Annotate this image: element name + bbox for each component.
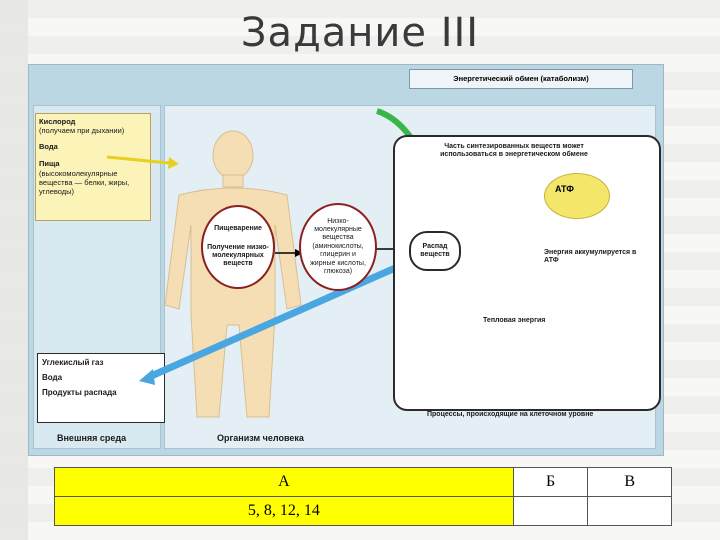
header-a: А [54,467,514,497]
cell-a[interactable]: 5, 8, 12, 14 [54,496,514,526]
slide-title: Задание III [240,10,480,56]
metabolism-diagram: Энергетический обмен (катаболизм) Кислор… [28,64,664,456]
cell-level-box [393,135,661,411]
input-food-label: Пища [39,159,60,169]
cell-processes-label: Процессы, происходящие на клеточном уров… [427,411,594,418]
input-oxygen-note: (получаем при дыхании) [39,126,125,136]
output-co2: Углекислый газ [42,358,104,367]
atp-label: АТФ [555,184,574,194]
answer-table: А Б В 5, 8, 12, 14 [54,467,672,526]
breakdown-label: Распад веществ [420,242,450,258]
input-food-note: (высокомолекулярные вещества — белки, жи… [39,168,130,197]
table-header-row: А Б В [54,467,672,497]
lowmol-label: Низко-молекулярные вещества (аминокислот… [310,217,366,275]
input-substances-box: Кислород (получаем при дыхании) Вода Пищ… [35,113,151,221]
cell-v[interactable] [587,496,672,526]
header-v: В [587,467,672,497]
digestion-label: Пищеварение [214,225,262,233]
output-water: Вода [42,373,63,382]
atp-blob: АТФ [544,173,610,219]
synthesized-note: Часть синтезированных веществ может испо… [440,143,588,159]
input-oxygen-label: Кислород [39,117,76,126]
cell-b[interactable] [512,496,589,526]
breakdown-oval: Распад веществ [409,231,461,271]
catabolism-title: Энергетический обмен (катаболизм) [409,69,633,89]
lowmol-circle: Низко-молекулярные вещества (аминокислот… [299,203,377,291]
output-decay-products: Продукты распада [42,388,117,397]
environment-label: Внешняя среда [57,433,127,443]
lowmol-obtain-label: Получение низко-молекулярных веществ [207,243,269,268]
input-water-label: Вода [39,141,58,151]
waste-arrow-icon [147,257,413,381]
organism-label: Организм человека [217,433,304,443]
output-substances-box: Углекислый газ Вода Продукты распада [37,353,165,423]
energy-atp-label: Энергия аккумулируется в АТФ [544,249,637,265]
digestion-circle: Пищеварение Получение низко-молекулярных… [201,205,275,289]
table-row: 5, 8, 12, 14 [54,496,672,526]
heat-energy-label: Тепловая энергия [483,317,546,324]
food-in-arrow-icon [106,155,170,165]
header-b: Б [512,467,589,497]
